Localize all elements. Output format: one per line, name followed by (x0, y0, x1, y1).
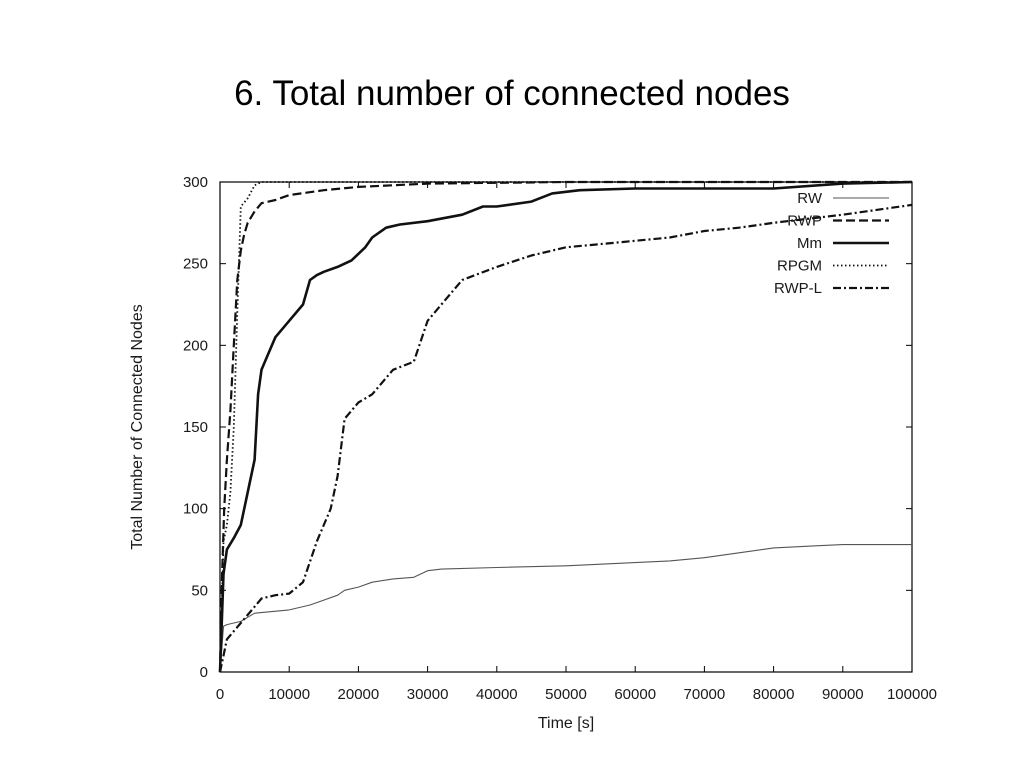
plot-frame (219, 181, 913, 673)
axis-ticks: 0 10000 20000 30000 40000 50000 60000 70000 8000… (183, 174, 937, 703)
x-axis-label: Time [s] (538, 715, 594, 732)
x-tick-label: 80000 (753, 686, 795, 703)
x-tick-label: 70000 (684, 686, 726, 703)
y-tick-label: 250 (183, 256, 208, 273)
x-tick-label: 30000 (407, 686, 449, 703)
x-tick-label: 90000 (822, 686, 864, 703)
series-line-rpgm (219, 181, 912, 673)
series-lines (218, 180, 913, 673)
y-tick-label: 150 (183, 419, 208, 436)
slide-title: 6. Total number of connected nodes (234, 74, 790, 113)
x-tick-label: 100000 (887, 686, 937, 703)
series-line-rwp (218, 180, 912, 673)
series-line-rw (219, 544, 912, 673)
series-line-rwp-l (218, 203, 913, 673)
x-tick-label: 40000 (476, 686, 518, 703)
x-tick-label: 60000 (614, 686, 656, 703)
y-tick-label: 200 (183, 337, 208, 354)
legend-label-rw: RW (797, 190, 823, 207)
legend-label-mm: Mm (797, 235, 822, 252)
legend-label-rwp: RWP (787, 213, 822, 230)
y-tick-label: 50 (191, 582, 208, 599)
x-tick-label: 50000 (545, 686, 587, 703)
legend-label-rpgm: RPGM (777, 258, 822, 275)
y-tick-label: 300 (183, 174, 208, 191)
series-line-mm (218, 180, 913, 673)
x-tick-label: 10000 (268, 686, 310, 703)
y-tick-label: 0 (200, 664, 208, 681)
x-tick-label: 0 (216, 686, 224, 703)
y-tick-label: 100 (183, 501, 208, 518)
x-tick-label: 20000 (338, 686, 380, 703)
legend-label-rwp-l: RWP-L (774, 280, 822, 297)
y-axis-label: Total Number of Connected Nodes (129, 304, 146, 549)
